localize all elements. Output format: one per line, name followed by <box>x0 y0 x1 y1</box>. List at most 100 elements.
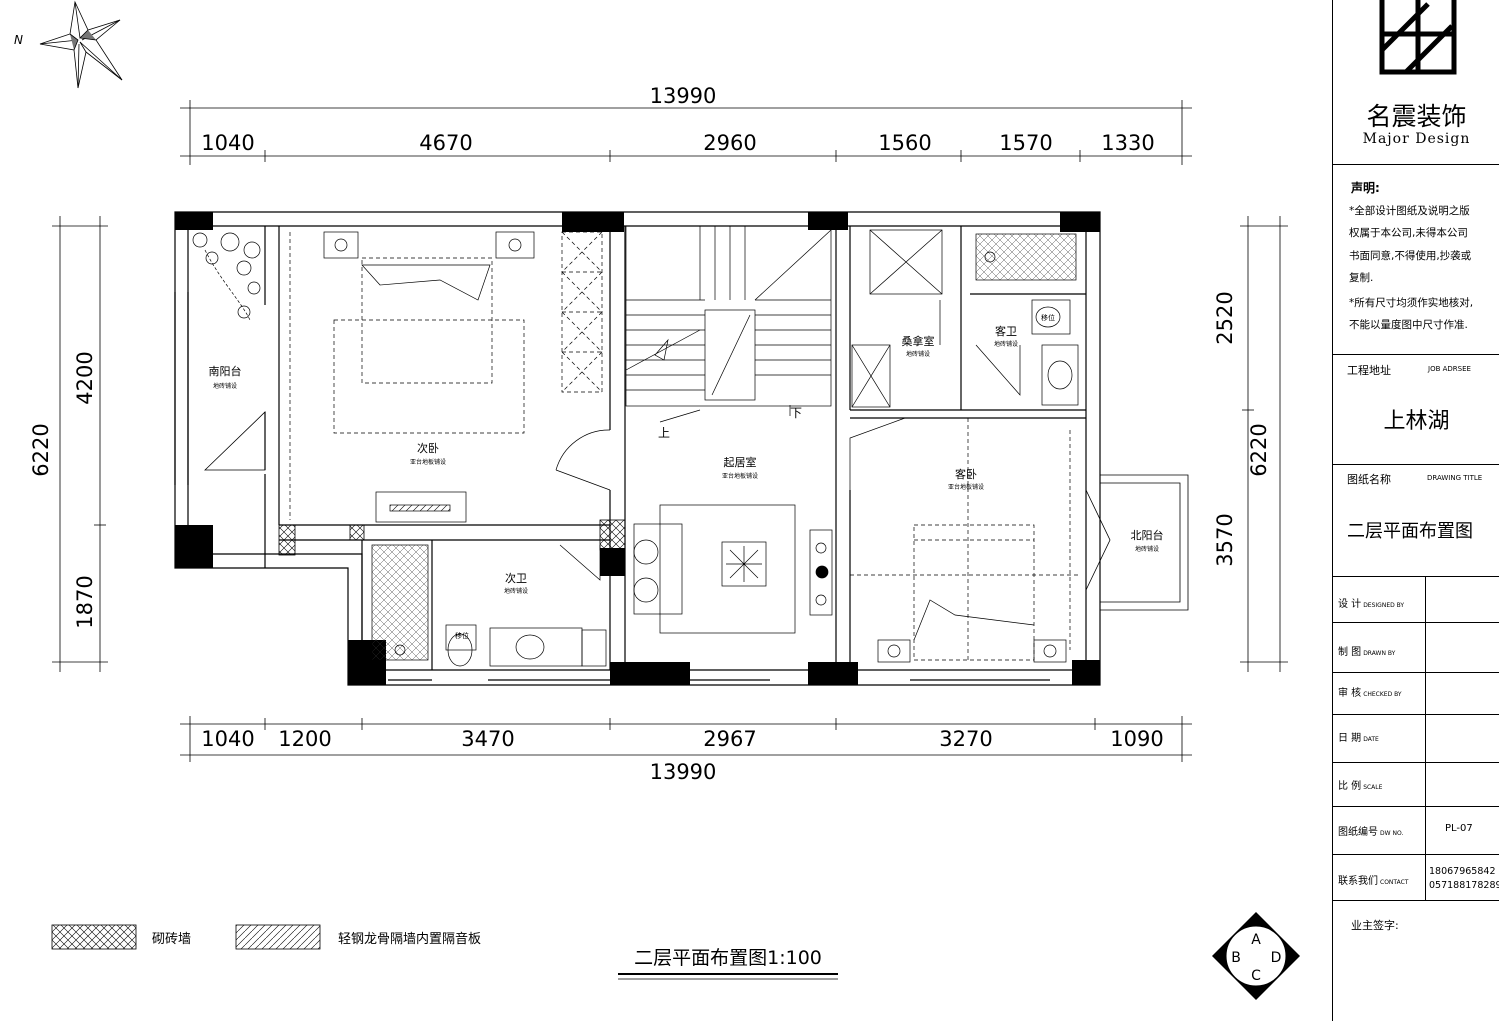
room-name-south-balcony: 南阳台 <box>209 364 242 378</box>
structural-columns <box>175 212 1100 685</box>
dimension-lines <box>52 100 1288 762</box>
living-room-furniture <box>633 417 906 634</box>
statement-line: 权属于本公司,未得本公司 <box>1349 227 1468 239</box>
project-label-en: JOB ADRSEE <box>1428 365 1471 373</box>
statement-section: 声明: *全部设计图纸及说明之版 权属于本公司,未得本公司 书面同意,不得使用,… <box>1333 164 1499 354</box>
toilet-shift-label: 移位 <box>455 631 469 640</box>
owner-label: 业主签字: <box>1351 919 1399 932</box>
statement-line: 复制. <box>1349 272 1374 284</box>
title-block-divider <box>1425 576 1426 900</box>
legend-steel-label: 轻钢龙骨隔墙内置隔音板 <box>338 931 481 947</box>
guest-bath-fixtures <box>975 233 1079 406</box>
designed-label: 设 计 <box>1338 599 1362 610</box>
contact-label: 联系我们 <box>1338 876 1378 887</box>
room-name-guest-bath: 客卫 <box>995 324 1017 338</box>
owner-row: 业主签字: <box>1333 900 1499 1021</box>
toilet-shift-label: 移位 <box>1041 313 1055 322</box>
room-note-second-bath: 地砖铺设 <box>504 587 528 595</box>
checked-label-en: CHECKED BY <box>1363 691 1402 698</box>
dim-bottom-total: 13990 <box>650 760 717 784</box>
project-label: 工程地址 <box>1347 364 1391 377</box>
dim-bottom-2: 1200 <box>278 727 331 751</box>
balcony-door-swing <box>204 411 266 471</box>
wardrobe <box>561 231 603 393</box>
statement-line: *全部设计图纸及说明之版 <box>1349 205 1470 217</box>
dim-right-total: 6220 <box>1247 423 1271 476</box>
dim-top-4: 1560 <box>878 131 931 155</box>
room-name-guest-bedroom: 客卧 <box>955 467 977 481</box>
drawing-title: 二层平面布置图1:100 <box>634 947 822 969</box>
company-logo <box>1379 0 1457 75</box>
drawn-label-en: DRAWN BY <box>1363 650 1396 657</box>
dwno-label: 图纸编号 <box>1338 827 1378 838</box>
symbol-letter-c: C <box>1251 968 1261 984</box>
dim-left-2: 1870 <box>73 575 97 628</box>
room-note-living: 亚台地板铺设 <box>722 472 758 480</box>
drawing-name-section: 图纸名称 DRAWING TITLE 二层平面布置图 <box>1333 464 1499 576</box>
floor-plan-drawing: N 13990 1040 4670 2960 1560 1570 1330 10… <box>14 0 1300 1000</box>
sauna-fixtures <box>851 229 943 408</box>
room-name-north-balcony: 北阳台 <box>1131 528 1164 542</box>
dim-bottom-1: 1040 <box>201 727 254 751</box>
dim-bottom-3: 3470 <box>461 727 514 751</box>
room-note-second-bedroom: 亚台地板铺设 <box>410 458 446 466</box>
statement-line: *所有尺寸均须作实地核对, <box>1349 297 1474 309</box>
drawing-value: 二层平面布置图 <box>1347 521 1473 542</box>
room-note-sauna: 地砖铺设 <box>906 350 930 358</box>
room-note-guest-bath: 地砖铺设 <box>994 340 1018 348</box>
contact-phone-2: 057188178289 <box>1429 880 1499 891</box>
statement-line: 书面同意,不得使用,抄袭或 <box>1349 250 1472 262</box>
drawing-label: 图纸名称 <box>1347 473 1391 486</box>
room-note-south-balcony: 地砖铺设 <box>213 382 237 390</box>
date-label: 日 期 <box>1338 733 1362 744</box>
room-name-second-bedroom: 次卧 <box>417 441 439 455</box>
date-label-en: DATE <box>1363 736 1379 743</box>
legend-brick-label: 砌砖墙 <box>152 932 191 947</box>
brick-wall-segment <box>349 524 365 541</box>
title-block: 名震装饰 Major Design 声明: *全部设计图纸及说明之版 权属于本公… <box>1332 0 1499 1021</box>
dim-right-2: 3570 <box>1213 513 1237 566</box>
stairs-down-label: 下 <box>790 406 802 420</box>
company-name-en: Major Design <box>1362 131 1471 147</box>
dim-left-1: 4200 <box>73 351 97 404</box>
north-balcony-outline <box>1085 474 1189 611</box>
dim-bottom-6: 1090 <box>1110 727 1163 751</box>
room-name-sauna: 桑拿室 <box>902 334 935 348</box>
contact-phone-1: 18067965842 <box>1429 866 1496 877</box>
brick-wall-segment <box>599 519 626 551</box>
balcony-plants <box>192 232 261 321</box>
dim-top-3: 2960 <box>703 131 756 155</box>
section-symbol <box>1212 912 1300 1000</box>
dim-top-6: 1330 <box>1101 131 1154 155</box>
second-bath-fixtures <box>371 544 607 667</box>
room-name-living: 起居室 <box>724 455 757 469</box>
designed-label-en: DESIGNED BY <box>1363 602 1405 609</box>
statement-line: 不能以量度图中尺寸作准. <box>1349 319 1468 331</box>
drawn-label: 制 图 <box>1338 647 1362 658</box>
dim-top-total: 13990 <box>650 84 717 108</box>
north-label: N <box>14 33 23 47</box>
dim-top-1: 1040 <box>201 131 254 155</box>
contact-label-en: CONTACT <box>1380 879 1409 886</box>
company-name-cn: 名震装饰 <box>1366 102 1467 131</box>
dwno-label-en: DW NO. <box>1380 830 1404 837</box>
stairs-up-label: 上 <box>658 426 670 440</box>
drawing-label-en: DRAWING TITLE <box>1427 474 1483 482</box>
dim-bottom-4: 2967 <box>703 727 756 751</box>
statement-title: 声明: <box>1351 181 1380 195</box>
symbol-letter-a: A <box>1251 932 1261 948</box>
room-note-north-balcony: 地砖铺设 <box>1135 545 1159 553</box>
staircase <box>625 225 832 423</box>
scale-label-en: SCALE <box>1363 784 1383 791</box>
symbol-letter-b: B <box>1231 950 1241 966</box>
scale-label: 比 例 <box>1338 781 1362 792</box>
symbol-letter-d: D <box>1271 950 1282 966</box>
second-bedroom-furniture <box>289 231 611 523</box>
legend-brick-swatch <box>51 924 137 950</box>
